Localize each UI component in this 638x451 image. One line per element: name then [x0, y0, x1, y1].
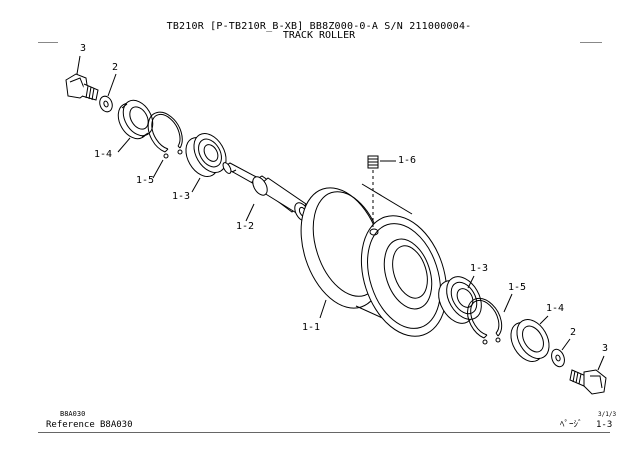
footer-code-small: B8A030 [60, 410, 86, 418]
callout-cover-left: 1-4 [94, 149, 113, 160]
leader-roller-body [319, 299, 327, 319]
leader-bolt-left [76, 55, 81, 75]
header-rule-left [38, 42, 58, 43]
shaft-part [222, 162, 310, 222]
callout-washer-left: 2 [112, 62, 119, 73]
callout-shaft: 1-2 [236, 221, 255, 232]
callout-bearing-right: 1-3 [470, 263, 489, 274]
callout-bearing-left: 1-3 [172, 191, 191, 202]
leader-washer-right [561, 338, 571, 351]
callout-bolt-left: 3 [80, 43, 87, 54]
footer-rule [38, 432, 610, 433]
bolt-right-part [569, 369, 607, 395]
footer-reference-label: Reference [46, 420, 95, 430]
bearing-left-part [185, 133, 227, 177]
leader-cover-left [117, 137, 131, 153]
leader-shaft [245, 203, 255, 222]
circlip-left-part [147, 111, 183, 159]
leader-cover-right [539, 315, 549, 325]
callout-cover-right: 1-4 [546, 303, 565, 314]
callout-plug: 1-6 [398, 155, 417, 166]
washer-right-part [551, 348, 565, 368]
leader-bearing-right [467, 275, 475, 289]
bolt-left-part [65, 73, 99, 101]
roller-body-part [300, 183, 448, 337]
callout-bolt-right: 3 [602, 343, 609, 354]
callout-circlip-left: 1-5 [136, 175, 155, 186]
washer-left-part [99, 95, 113, 113]
leader-bolt-right [597, 355, 605, 371]
cover-left-part [117, 99, 154, 140]
cover-right-part [510, 319, 550, 362]
callout-roller-body: 1-1 [302, 322, 321, 333]
header-title: TRACK ROLLER [282, 30, 356, 41]
circlip-right-part [467, 297, 503, 345]
footer-reference-code: B8A030 [100, 420, 133, 430]
footer-page-number: 1-3 [596, 420, 613, 430]
leader-washer-left [107, 73, 117, 97]
leader-circlip-right [503, 293, 513, 313]
leader-bearing-left [191, 177, 201, 193]
plug-part [367, 155, 379, 230]
bearing-right-part [438, 276, 482, 324]
footer-page-label: ﾍﾟｰｼﾞ [560, 420, 583, 430]
leader-circlip-left [152, 159, 164, 179]
footer-page-small: 3/1/3 [598, 411, 617, 418]
header-rule-right [580, 42, 602, 43]
callout-washer-right: 2 [570, 327, 577, 338]
callout-circlip-right: 1-5 [508, 282, 527, 293]
header-model-line: TB210R [P-TB210R_B-XB] BB8Z000-0-A S/N 2… [166, 21, 472, 32]
